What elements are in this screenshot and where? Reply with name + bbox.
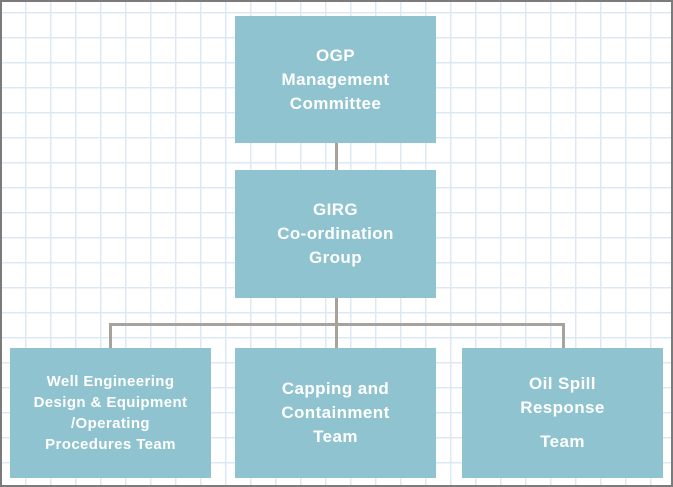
node-label-line: GIRG [312,200,359,219]
node-label-line: Response [520,398,605,417]
node-label-line: Design & Equipment [33,394,188,411]
node-well-engineering-team: Well Engineering Design & Equipment /Ope… [10,348,211,478]
node-label-line: Oil Spill [529,374,596,393]
node-label-line: Co-ordination [277,224,394,243]
node-label-line: Team [313,427,358,446]
node-label-line: Committee [289,93,382,113]
node-label-line: Group [309,248,362,267]
connector-horizontal-rail [109,323,565,326]
connector-ogp-to-girg [335,143,338,170]
node-label-line: Management [281,69,390,89]
connector-rail-to-well-team [109,323,112,348]
node-label-line: Capping and [281,379,390,398]
node-girg-coordination-group: GIRG Co-ordination Group [235,170,436,298]
connector-rail-to-oil-spill-team [562,323,565,348]
node-capping-containment-team: Capping and Containment Team [235,348,436,478]
node-ogp-management-committee: OGP Management Committee [235,16,436,143]
node-label-line: /Operating [70,415,150,432]
node-label-line: Containment [281,403,390,422]
node-label-line: Procedures Team [45,436,176,453]
node-label-line: Well Engineering [46,373,175,390]
node-label-line: Team [540,432,585,451]
node-label-line: OGP [316,45,355,65]
node-oil-spill-response-team: Oil Spill Response Team [462,348,663,478]
